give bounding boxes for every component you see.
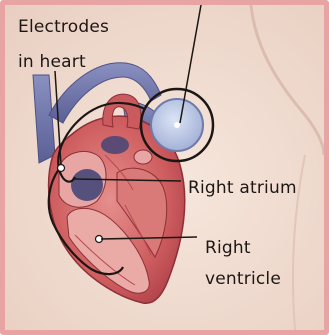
label-electrodes-line1: Electrodes — [18, 17, 109, 37]
valve — [101, 136, 129, 154]
valve-2 — [134, 150, 152, 164]
label-right-atrium: Right atrium — [188, 178, 297, 198]
label-electrodes-line2: in heart — [18, 52, 86, 72]
electrode-tip-atrium — [58, 165, 65, 172]
label-right-ventricle-line2: ventricle — [205, 269, 281, 289]
label-right-ventricle-line1: Right — [205, 238, 251, 258]
atrium-blue-area — [71, 169, 103, 201]
pacemaker-center-dot — [174, 122, 180, 128]
